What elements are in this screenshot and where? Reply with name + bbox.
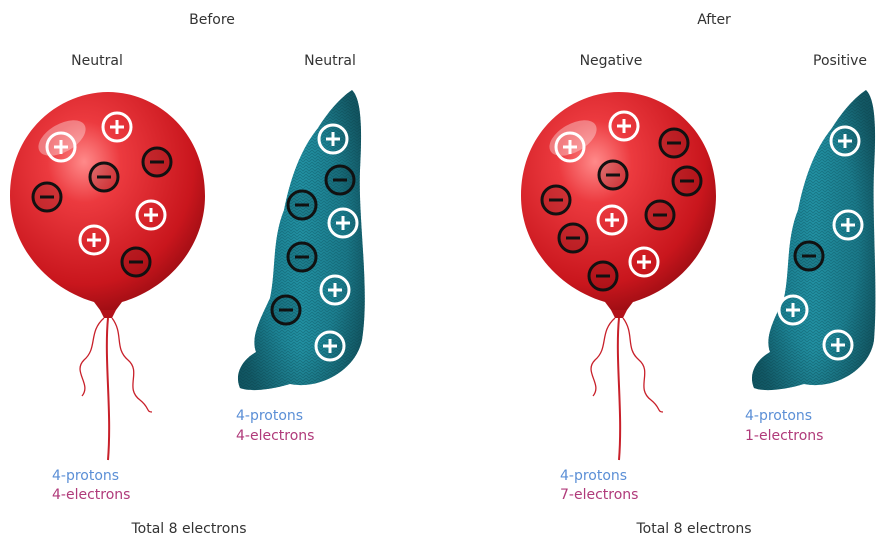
electron-charge-icon (90, 163, 118, 191)
electron-charge-icon (559, 224, 587, 252)
before-heading: Before (189, 12, 235, 28)
electron-charge-icon (326, 166, 354, 194)
balloon-before (10, 92, 205, 460)
before-balloon-protons: 4-protons (52, 468, 119, 484)
electron-charge-icon (660, 129, 688, 157)
electron-charge-icon (589, 262, 617, 290)
electron-charge-icon (122, 248, 150, 276)
before-total: Total 8 electrons (132, 521, 247, 537)
electron-charge-icon (143, 148, 171, 176)
after-cloth-protons: 4-protons (745, 408, 812, 424)
after-balloon-label: Negative (580, 53, 643, 69)
before-cloth-label: Neutral (304, 53, 356, 69)
electron-charge-icon (599, 161, 627, 189)
electron-charge-icon (795, 242, 823, 270)
electron-charge-icon (288, 243, 316, 271)
before-balloon-label: Neutral (71, 53, 123, 69)
electron-charge-icon (673, 167, 701, 195)
electron-charge-icon (542, 186, 570, 214)
after-balloon-protons: 4-protons (560, 468, 627, 484)
after-total: Total 8 electrons (637, 521, 752, 537)
electron-charge-icon (288, 191, 316, 219)
before-cloth-electrons: 4-electrons (236, 428, 314, 444)
after-cloth-label: Positive (813, 53, 867, 69)
electron-charge-icon (272, 296, 300, 324)
after-heading: After (697, 12, 731, 28)
electron-charge-icon (646, 201, 674, 229)
after-balloon-electrons: 7-electrons (560, 487, 638, 503)
before-cloth-protons: 4-protons (236, 408, 303, 424)
electron-charge-icon (33, 183, 61, 211)
after-cloth-electrons: 1-electrons (745, 428, 823, 444)
before-balloon-electrons: 4-electrons (52, 487, 130, 503)
